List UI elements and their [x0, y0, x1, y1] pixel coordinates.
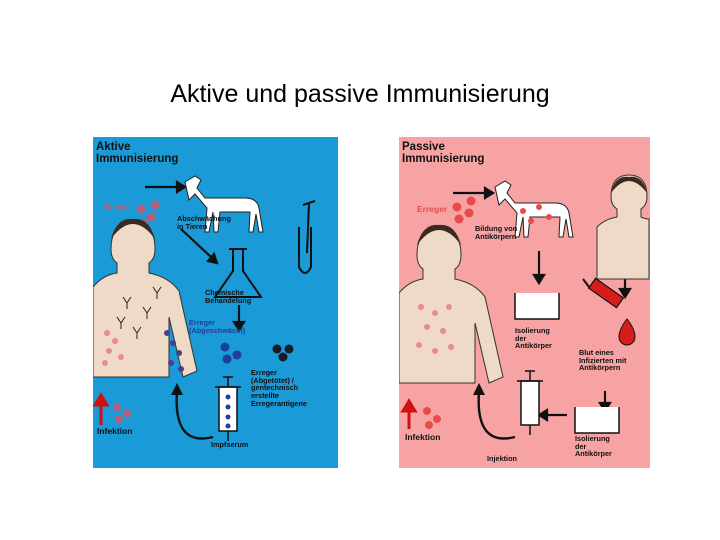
antibody-spots — [164, 330, 184, 372]
chemische-line2: Behandelung — [205, 295, 252, 305]
abgeschwaecht-label: Erreger (Abgeschwächt) — [189, 319, 245, 334]
passive-title-line1: Passive — [402, 141, 445, 153]
slide-title: Aktive und passive Immunisierung — [170, 80, 550, 108]
active-title-line2: Immunisierung — [96, 153, 179, 166]
active-immunization-panel: Aktive Immunisierung Erreger Abschwächun… — [93, 137, 338, 468]
active-erreger-label: Erreger — [105, 202, 131, 211]
isolierung2-line3: Antikörper — [575, 449, 612, 459]
man-figure-icon — [93, 218, 198, 378]
isolierung2-line2: der — [575, 441, 587, 451]
injektion-label: Injektion — [487, 454, 517, 463]
abgeschwaecht-line1: Erreger — [189, 318, 215, 327]
passive-title: Passive Immunisierung — [402, 141, 484, 165]
abschwaechung-line1: Abschwächung — [177, 214, 231, 223]
horse-icon — [184, 175, 264, 233]
chemische-line1: Chemische — [205, 288, 244, 297]
passive-infektion-label: Infektion — [405, 432, 441, 442]
syringe-icon — [517, 370, 543, 435]
blut-label: Blut eines Infizierten mit Antikörpern — [579, 349, 626, 372]
passive-illustration — [399, 174, 650, 440]
patient-man-icon — [399, 224, 504, 384]
active-illustration — [93, 175, 316, 441]
blut-line3: Antikörpern — [579, 363, 621, 373]
blut-line2: Infizierten mit — [579, 355, 627, 365]
isolierung-label-1: Isolierung der Antikörper — [515, 327, 552, 350]
pathogen-cluster-blue — [220, 342, 242, 364]
abgeschwaecht-line2: (Abgeschwächt) — [189, 325, 246, 335]
isolierung-label-2: Isolierung der Antikörper — [575, 435, 612, 458]
red-up-arrow-icon — [93, 392, 110, 425]
beaker-icon — [514, 293, 620, 434]
blood-drop-icon — [618, 318, 636, 346]
abschwaechung-line2: in Tieren — [177, 221, 208, 231]
impfserum-label: Impfserum — [211, 440, 249, 449]
abgetoetet-line1: Erreger — [251, 368, 277, 377]
isolierung1-line3: Antikörper — [515, 341, 552, 351]
abgetoetet-line2: (Abgetötet) / — [251, 375, 294, 385]
active-title-line1: Aktive — [96, 141, 131, 153]
blut-line1: Blut eines — [579, 348, 614, 357]
abgetoetet-label: Erreger (Abgetötet) / gentechnisch erste… — [251, 369, 307, 407]
bildung-line2: Antikörpern — [475, 231, 517, 241]
abgetoetet-line3: gentechnisch — [251, 383, 299, 393]
abschwaechung-label: Abschwächung in Tieren — [177, 215, 231, 230]
isolierung2-line1: Isolierung — [575, 434, 610, 443]
abgetoetet-line5: Erregerantigene — [251, 398, 307, 408]
flask-icon — [213, 248, 263, 298]
pathogen-cluster-dark — [272, 344, 294, 362]
passive-erreger-label: Erreger — [417, 204, 448, 214]
passive-title-line2: Immunisierung — [402, 153, 485, 166]
bildung-line1: Bildung von — [475, 224, 518, 233]
antibody-marks — [116, 286, 162, 339]
isolierung1-line1: Isolierung — [515, 326, 550, 335]
infection-spots — [416, 304, 454, 354]
infection-spots — [102, 330, 124, 366]
active-infektion-label: Infektion — [97, 426, 133, 436]
passive-immunization-panel: Passive Immunisierung Erreger Bildung vo… — [399, 137, 650, 468]
active-title: Aktive Immunisierung — [96, 141, 178, 165]
pathogen-cluster-red — [452, 196, 476, 224]
blood-syringe-icon — [582, 277, 625, 309]
chemische-label: Chemische Behandelung — [205, 289, 251, 304]
horse-icon — [494, 180, 574, 238]
donor-man-icon — [596, 174, 650, 280]
abgetoetet-line4: erstellte — [251, 390, 279, 400]
bildung-label: Bildung von Antikörpern — [475, 225, 517, 240]
red-up-arrow-icon — [400, 398, 418, 429]
isolierung1-line2: der — [515, 333, 527, 343]
test-tube-icon — [298, 200, 316, 274]
